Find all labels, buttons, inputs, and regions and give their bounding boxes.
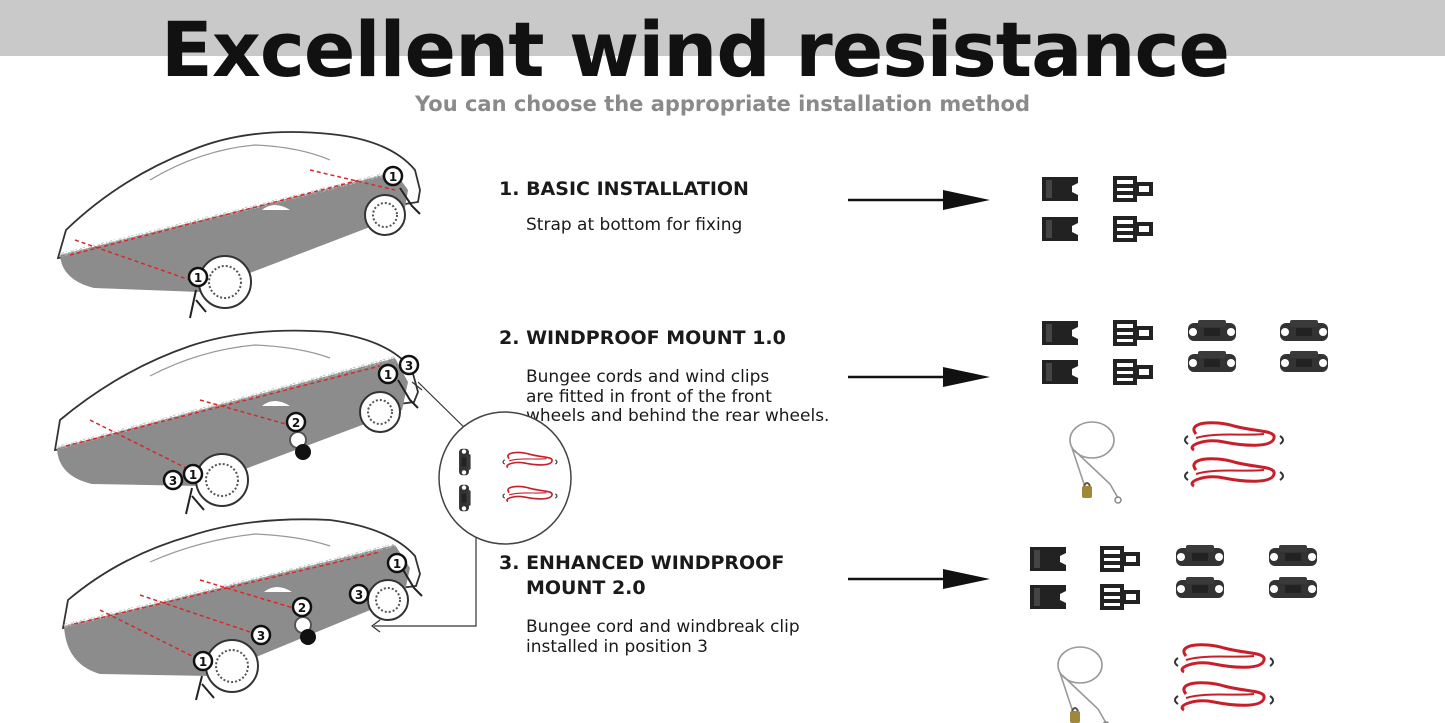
buckle-icon: [1113, 176, 1153, 202]
step-1-description: Strap at bottom for fixing: [526, 215, 743, 235]
buckle-icon: [1100, 584, 1140, 610]
marker-1-label: 1: [389, 170, 397, 184]
wind-clip-icon: [1176, 545, 1224, 566]
arrow-right-icon: [846, 567, 992, 591]
buckle-icon: [1042, 217, 1078, 241]
marker-3-label: 3: [405, 359, 413, 373]
step-2-accessories: [1042, 320, 1328, 504]
marker-1-label: 1: [194, 271, 202, 285]
header-band: [0, 0, 1445, 56]
wind-clip-icon: [1269, 577, 1317, 598]
marker-1-label: 1: [189, 468, 197, 482]
car-illustration-3: 1 3 2 3 1: [61, 518, 423, 701]
car-illustration-1: 1 1: [56, 131, 421, 319]
arrow-right-icon: [846, 188, 992, 212]
wind-clip-icon: [1188, 351, 1236, 372]
page-title: Excellent wind resistance: [160, 5, 1230, 94]
marker-3-label: 3: [257, 629, 265, 643]
step-3-description: Bungee cord and windbreak clip installed…: [526, 617, 800, 657]
step-2-heading: 2. WINDPROOF MOUNT 1.0: [499, 327, 786, 349]
step-2-description: Bungee cords and wind clips are fitted i…: [526, 367, 830, 426]
buckle-icon: [1030, 547, 1066, 571]
wind-clip-icon: [1188, 320, 1236, 341]
buckle-icon: [1113, 359, 1153, 385]
wind-clip-icon: [1176, 577, 1224, 598]
arrow-right-icon: [846, 365, 992, 389]
bungee-cord-icon: [1183, 457, 1285, 488]
marker-1-label: 1: [393, 557, 401, 571]
buckle-icon: [1100, 546, 1140, 572]
detail-zoom-circle: [438, 411, 572, 545]
buckle-icon: [1042, 177, 1078, 201]
wind-clip-icon: [1280, 351, 1328, 372]
buckle-icon: [1113, 320, 1153, 346]
marker-3-label: 3: [169, 474, 177, 488]
step-3-heading-line-2: MOUNT 2.0: [526, 577, 646, 599]
marker-1-label: 1: [199, 655, 207, 669]
steel-cable-lock-icon: [1057, 646, 1110, 723]
wind-clip-icon: [1280, 320, 1328, 341]
step-1-heading: 1. BASIC INSTALLATION: [499, 178, 749, 200]
buckle-icon: [1042, 321, 1078, 345]
buckle-icon: [1113, 216, 1153, 242]
wind-clip-icon: [1269, 545, 1317, 566]
bungee-cord-icon: [1173, 643, 1275, 674]
marker-1-label: 1: [384, 368, 392, 382]
step-3-heading: 3. ENHANCED WINDPROOF: [499, 552, 785, 574]
steel-cable-lock-icon: [1069, 421, 1122, 504]
marker-2-label: 2: [292, 416, 300, 430]
car-illustration-2: 1 3 2 3 1: [53, 329, 420, 515]
marker-2-label: 2: [298, 601, 306, 615]
step-1-accessories: [1042, 176, 1153, 242]
step-3-accessories: [1030, 545, 1317, 723]
bungee-cord-icon: [1183, 421, 1285, 452]
bungee-cord-icon: [1173, 681, 1275, 712]
page-subtitle: You can choose the appropriate installat…: [415, 92, 1030, 116]
marker-3-label: 3: [355, 588, 363, 602]
buckle-icon: [1030, 585, 1066, 609]
buckle-icon: [1042, 360, 1078, 384]
